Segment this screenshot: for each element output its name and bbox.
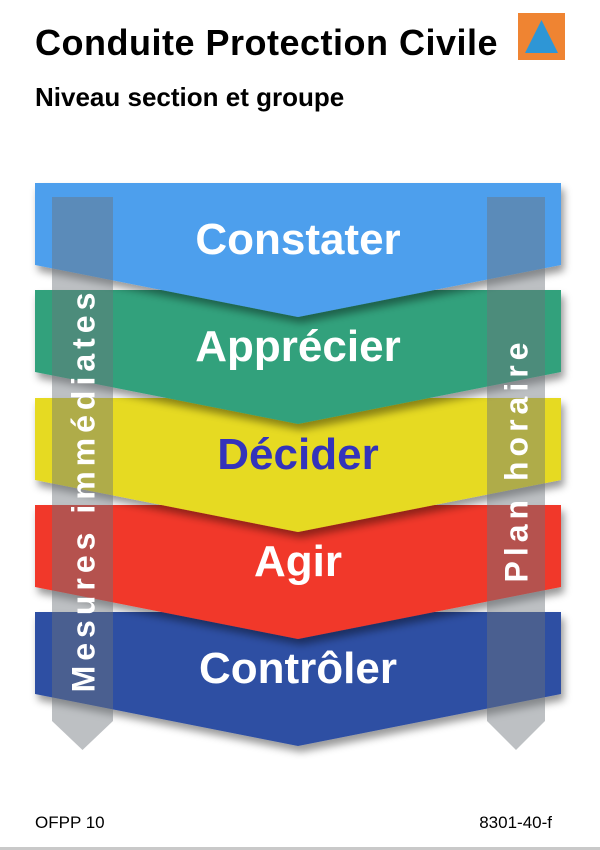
footer-reference-right: 8301-40-f bbox=[479, 813, 552, 832]
footer-reference-left: OFPP 10 bbox=[35, 813, 105, 832]
step-label-agir: Agir bbox=[254, 537, 342, 586]
bottom-border bbox=[0, 847, 600, 850]
logo-triangle-icon bbox=[525, 20, 558, 53]
step-label-constater: Constater bbox=[195, 215, 401, 264]
page-title: Conduite Protection Civile bbox=[35, 22, 499, 63]
page-subtitle: Niveau section et groupe bbox=[35, 82, 345, 112]
step-label-controler: Contrôler bbox=[199, 644, 397, 693]
chevron-apprecier bbox=[35, 290, 561, 424]
chevron-decider bbox=[35, 398, 561, 532]
left-arrow-label: Mesures immédiates bbox=[65, 287, 102, 693]
step-label-decider: Décider bbox=[217, 430, 379, 479]
chevron-agir bbox=[35, 505, 561, 639]
right-arrow-label: Plan horaire bbox=[498, 337, 535, 583]
civil-protection-logo-icon bbox=[518, 13, 565, 60]
right-arrow-bar bbox=[487, 197, 545, 750]
chevron-controler bbox=[35, 612, 561, 746]
chevron-banners bbox=[35, 183, 561, 746]
left-arrow-bar bbox=[52, 197, 113, 750]
step-label-apprecier: Apprécier bbox=[195, 322, 401, 371]
chevron-constater bbox=[35, 183, 561, 317]
side-arrows bbox=[52, 197, 545, 750]
